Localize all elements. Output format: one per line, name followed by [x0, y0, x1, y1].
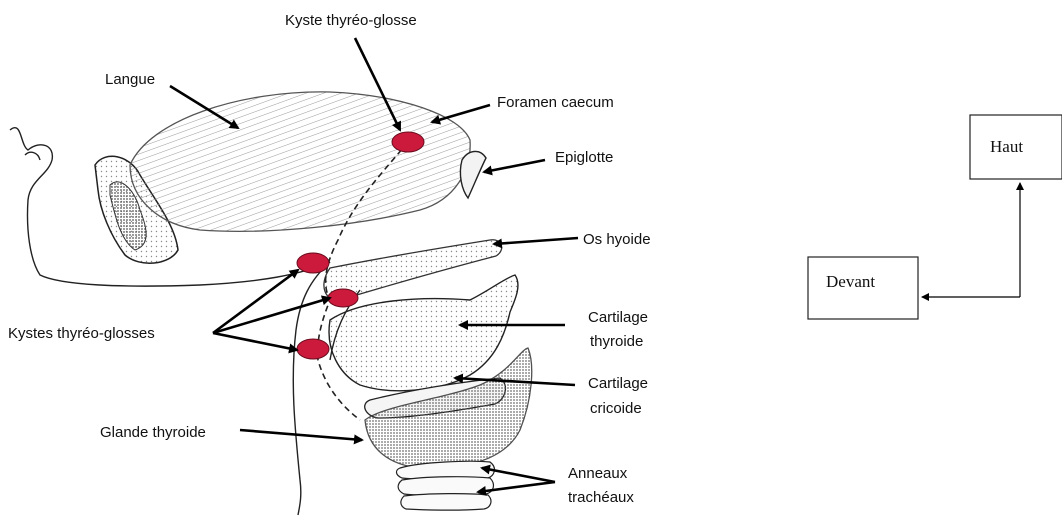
epiglottis — [460, 151, 486, 198]
cyst-foramen — [392, 132, 424, 152]
label-os-hyoide: Os hyoide — [583, 231, 651, 248]
anatomy-drawing — [10, 92, 532, 515]
label-epiglotte: Epiglotte — [555, 149, 613, 166]
tongue — [130, 92, 470, 231]
label-kyste-thyreo-glosse: Kyste thyréo-glosse — [285, 12, 417, 29]
cyst-hyoid — [328, 289, 358, 307]
label-cartilage-cricoide-2: cricoide — [590, 400, 642, 417]
tracheal-rings — [396, 461, 494, 510]
jaw-inner-curve — [25, 152, 40, 160]
orientation-indicator: Haut Devant — [808, 115, 1062, 319]
label-cartilage-thyroide-1: Cartilage — [588, 309, 648, 326]
label-anneaux-tracheaux-2: trachéaux — [568, 489, 634, 506]
label-foramen-caecum: Foramen caecum — [497, 94, 614, 111]
label-anneaux-tracheaux-1: Anneaux — [568, 465, 628, 482]
haut-label: Haut — [990, 137, 1023, 156]
label-glande-thyroide: Glande thyroide — [100, 424, 206, 441]
cyst-infrahyoid — [297, 339, 329, 359]
label-cartilage-cricoide-1: Cartilage — [588, 375, 648, 392]
label-langue: Langue — [105, 71, 155, 88]
label-cartilage-thyroide-2: thyroide — [590, 333, 643, 350]
devant-label: Devant — [826, 272, 875, 291]
label-kystes-thyreo-glosses: Kystes thyréo-glosses — [8, 325, 155, 342]
cyst-suprahyoid — [297, 253, 329, 273]
